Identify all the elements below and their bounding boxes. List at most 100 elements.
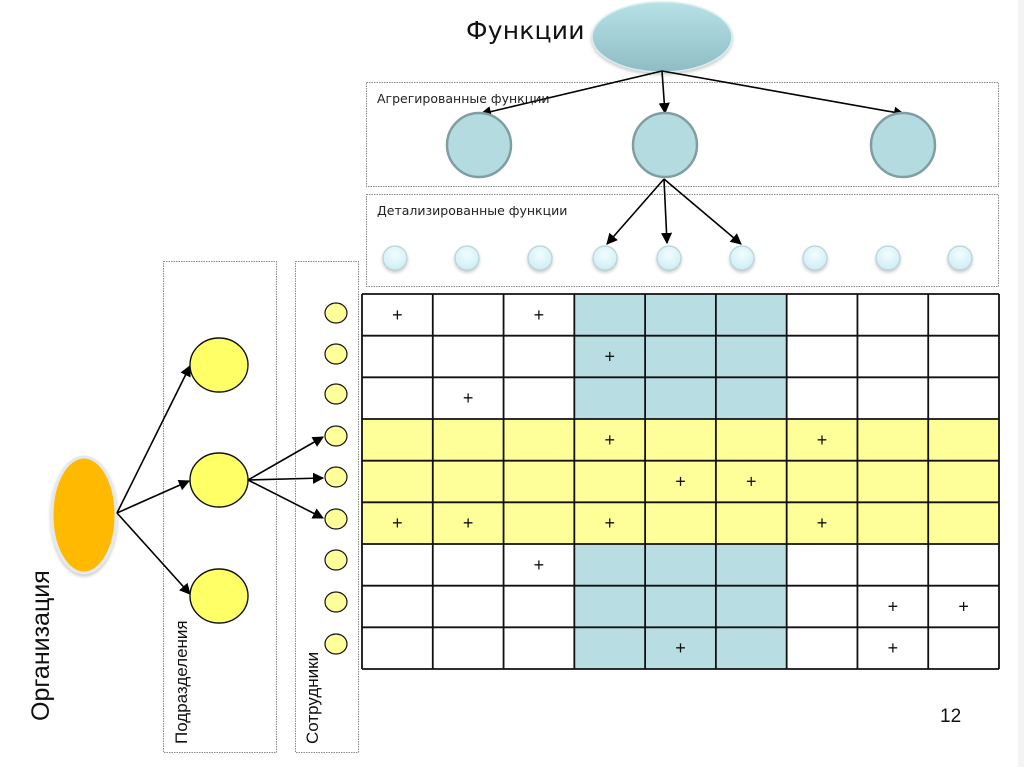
- employee-node: [324, 466, 348, 488]
- arrow-root-to-aggregated-2: [658, 70, 670, 115]
- detailed-function-node: [875, 245, 901, 271]
- matrix-mark: +: [675, 638, 686, 658]
- matrix-cell: [715, 377, 787, 419]
- matrix-cell: [786, 585, 858, 628]
- matrix-cell: [645, 544, 716, 586]
- detailed-function-node: [656, 245, 682, 271]
- employees-label: Сотрудники: [303, 651, 322, 744]
- matrix-mark: +: [604, 430, 615, 450]
- matrix-cell: [786, 335, 858, 378]
- matrix-cell: [574, 335, 646, 378]
- aggregated-function-node: [869, 111, 937, 179]
- organization-label: Организация: [27, 570, 55, 721]
- matrix-cell: [715, 419, 787, 461]
- matrix-cell: [645, 294, 716, 336]
- arrow-aggregated-to-detailed-4: [606, 178, 665, 245]
- matrix-cell: [362, 585, 433, 628]
- employee-node: [324, 633, 348, 655]
- matrix-cell: [928, 335, 999, 378]
- matrix-cell: [857, 294, 929, 336]
- arrow-department-to-employee-6: [247, 479, 324, 519]
- matrix-mark: +: [534, 305, 545, 325]
- matrix-cell: [928, 502, 999, 544]
- arrow-root-to-aggregated-3: [661, 70, 906, 118]
- matrix-cell: [857, 377, 929, 419]
- matrix-cell: [362, 377, 433, 419]
- matrix-cell: [574, 544, 646, 586]
- matrix-cell: [645, 335, 716, 378]
- matrix-mark: +: [534, 555, 545, 575]
- matrix-cell: [574, 502, 646, 544]
- matrix-cell: [715, 460, 787, 503]
- matrix-cell: [362, 627, 433, 669]
- matrix-cell: [574, 627, 646, 669]
- aggregated-function-node: [631, 111, 699, 179]
- matrix-cell: [857, 585, 929, 628]
- organization-node: [50, 455, 118, 575]
- matrix-cell: [432, 377, 504, 419]
- detailed-function-node: [592, 245, 618, 271]
- matrix-cell: [786, 419, 858, 461]
- matrix-cell: [645, 627, 716, 669]
- matrix-cell: [857, 627, 929, 669]
- matrix-cell: [503, 419, 575, 461]
- employee-node: [324, 383, 348, 405]
- matrix-cell: [786, 294, 858, 336]
- matrix-cell: [928, 419, 999, 461]
- matrix-cell: [645, 460, 716, 503]
- departments-box: [163, 261, 277, 753]
- employee-node: [324, 508, 348, 530]
- matrix-mark: +: [463, 513, 474, 533]
- matrix-cell: [574, 294, 646, 336]
- matrix-cell: [857, 335, 929, 378]
- matrix-cell: [645, 585, 716, 628]
- arrow-department-to-employee-5: [247, 472, 325, 484]
- departments-label: Подразделения: [172, 620, 191, 744]
- detailed-function-node: [947, 245, 973, 271]
- matrix-mark: +: [392, 513, 403, 533]
- matrix-cell: [645, 419, 716, 461]
- matrix-cell: [715, 585, 787, 628]
- matrix-cell: [362, 502, 433, 544]
- matrix-cell: [928, 377, 999, 419]
- detailed-function-node: [802, 245, 828, 271]
- matrix-mark: +: [675, 472, 686, 492]
- employee-node: [324, 425, 348, 447]
- matrix-cell: [362, 335, 433, 378]
- matrix-cell: [362, 544, 433, 586]
- matrix-cell: [503, 627, 575, 669]
- matrix-cell: [786, 502, 858, 544]
- department-node: [189, 337, 249, 393]
- matrix-cell: [645, 502, 716, 544]
- employees-box: [295, 261, 359, 753]
- detailed-function-node: [454, 245, 480, 271]
- employee-node: [324, 343, 348, 365]
- matrix-cell: [857, 460, 929, 503]
- matrix-cell: [503, 460, 575, 503]
- department-node: [189, 568, 249, 624]
- matrix-cell: [432, 335, 504, 378]
- employee-node: [324, 591, 348, 613]
- matrix-cell: [503, 585, 575, 628]
- aggregated-functions-box: [366, 82, 999, 187]
- matrix-cell: [574, 377, 646, 419]
- matrix-mark: +: [746, 472, 757, 492]
- matrix-cell: [503, 294, 575, 336]
- matrix-cell: [574, 419, 646, 461]
- matrix-cell: [857, 419, 929, 461]
- matrix-cell: [432, 419, 504, 461]
- matrix-mark: +: [392, 305, 403, 325]
- matrix-cell: [786, 460, 858, 503]
- matrix-cell: [786, 544, 858, 586]
- matrix-mark: +: [888, 597, 899, 617]
- matrix-cell: [503, 335, 575, 378]
- matrix-cell: [362, 419, 433, 461]
- slide-edge: [1018, 0, 1024, 767]
- aggregated-functions-label: Агрегированные функции: [377, 91, 550, 106]
- detailed-function-node: [729, 245, 755, 271]
- arrow-aggregated-to-detailed-6: [663, 178, 742, 245]
- matrix-cell: [928, 627, 999, 669]
- matrix-cell: [928, 294, 999, 336]
- matrix-cell: [715, 335, 787, 378]
